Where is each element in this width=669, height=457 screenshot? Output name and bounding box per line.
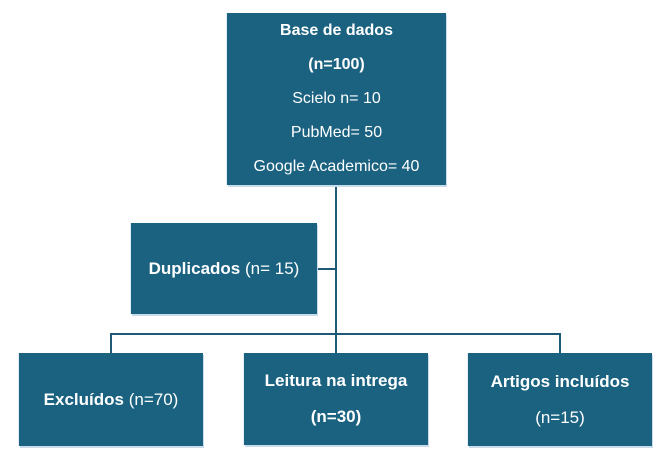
box-included: Artigos incluídos (n=15) bbox=[468, 353, 652, 446]
database-count: (n=100) bbox=[308, 56, 365, 73]
connector-main-vertical bbox=[335, 185, 337, 354]
included-count: (n=15) bbox=[535, 407, 585, 427]
connector-duplicates-horizontal bbox=[316, 268, 336, 270]
database-title: Base de dados bbox=[280, 22, 393, 39]
excluded-label: Excluídos bbox=[43, 389, 124, 409]
duplicates-count: (n= 15) bbox=[245, 258, 300, 278]
connector-drop-excluded bbox=[110, 333, 112, 353]
full-reading-count: (n=30) bbox=[310, 407, 362, 426]
connector-distribution-horizontal bbox=[110, 333, 561, 335]
box-full-reading: Leitura na intrega (n=30) bbox=[244, 353, 428, 445]
full-reading-label: Leitura na intrega bbox=[264, 371, 408, 390]
duplicates-label: Duplicados bbox=[148, 258, 241, 278]
excluded-count: (n=70) bbox=[128, 389, 179, 409]
database-source-google: Google Academico= 40 bbox=[253, 158, 420, 175]
included-label: Artigos incluídos bbox=[490, 371, 630, 391]
connector-drop-included bbox=[559, 333, 561, 353]
box-excluded: Excluídos (n=70) bbox=[19, 353, 203, 446]
database-source-scielo: Scielo n= 10 bbox=[292, 90, 381, 107]
box-database: Base de dados (n=100) Scielo n= 10 PubMe… bbox=[227, 13, 446, 185]
database-source-pubmed: PubMed= 50 bbox=[290, 124, 383, 141]
box-duplicates: Duplicados (n= 15) bbox=[131, 223, 317, 314]
